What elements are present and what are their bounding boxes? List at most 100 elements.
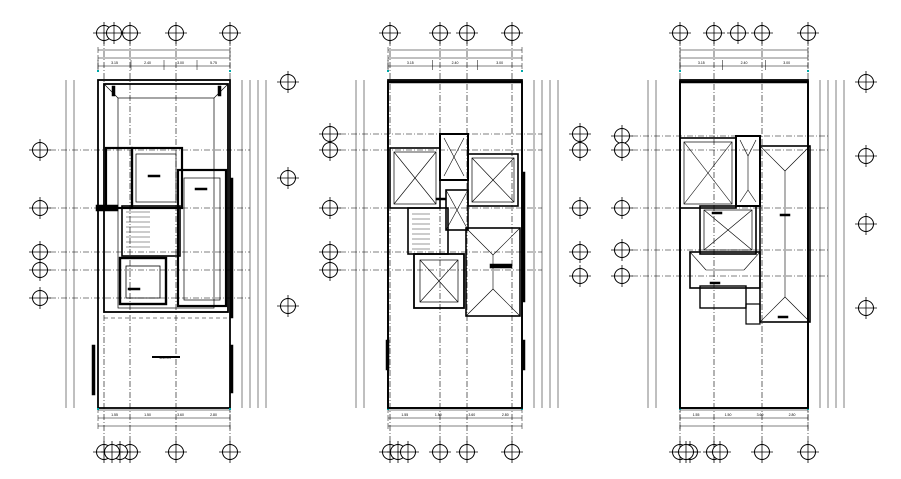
dim-label-top: 3.15: [698, 61, 705, 65]
room-wall: [176, 168, 228, 308]
room-wall: [413, 253, 465, 309]
dim-marker: [679, 408, 681, 410]
room-bedroom-right: [467, 153, 519, 207]
dim-label-bottom: 2.80: [789, 413, 796, 417]
hip-line: [784, 296, 811, 323]
dim-label-bottom: 2.80: [210, 413, 217, 417]
roof-wall: [699, 285, 747, 309]
room-label-bar: [435, 197, 447, 201]
room-wall: [699, 205, 757, 255]
hip-line: [759, 145, 786, 172]
room-label-bar: [711, 211, 723, 215]
room-inner: [419, 259, 459, 303]
room-label-bar: [489, 263, 513, 269]
roof-wall: [689, 251, 761, 289]
hip-line: [707, 172, 733, 205]
dim-label-bottom: 1.55: [693, 413, 700, 417]
hip-line: [492, 157, 515, 181]
hip-line: [438, 259, 459, 282]
hip-line: [492, 179, 515, 203]
room-inner: [683, 141, 733, 205]
floor-plan-1: 3.152.403.005.751.551.503.602.80VACIO: [29, 22, 299, 463]
hip-line: [465, 288, 494, 317]
dim-marker: [521, 70, 523, 72]
hip-line: [747, 189, 757, 203]
hip-line: [419, 259, 440, 282]
room-label-bar: [147, 174, 161, 178]
hip-line: [471, 157, 494, 181]
hip-line: [727, 229, 753, 251]
hip-line: [703, 229, 729, 251]
room-wall: [130, 146, 184, 210]
dim-label-bottom: 1.55: [401, 413, 408, 417]
dim-label-bottom: 2.80: [502, 413, 509, 417]
dim-label-top: 5.75: [210, 61, 217, 65]
roof-inner: [117, 97, 215, 309]
dim-marker: [807, 408, 809, 410]
column: [111, 85, 116, 97]
hip-line: [443, 137, 465, 177]
dim-label-bottom: 1.50: [144, 413, 151, 417]
hip-line: [683, 172, 709, 205]
column: [217, 85, 222, 97]
hip-line: [414, 177, 437, 205]
hip-line: [739, 139, 749, 157]
hip-line: [703, 209, 729, 231]
dim-label-top: 3.00: [783, 61, 790, 65]
dim-marker: [229, 408, 231, 410]
dim-label-top: 2.40: [144, 61, 151, 65]
room-inner: [183, 177, 221, 301]
room-wall: [445, 189, 469, 231]
stair-wall: [407, 207, 449, 255]
hip-line: [747, 139, 757, 157]
roof-hip: [103, 83, 119, 99]
wall-hatch: [91, 344, 96, 396]
roof-wall: [759, 145, 811, 323]
hip-line: [393, 177, 416, 205]
dim-marker: [229, 70, 231, 72]
hip-line: [419, 280, 440, 303]
roof-hip-right: [759, 145, 811, 323]
wall-hatch: [95, 204, 119, 212]
room-label-bar: [127, 287, 141, 291]
wall-hatch: [385, 339, 390, 371]
hip-line: [445, 189, 469, 231]
wall-hatch: [521, 339, 526, 371]
dim-marker: [521, 408, 523, 410]
dim-label-top: 3.00: [496, 61, 503, 65]
room-inner: [471, 157, 515, 203]
dim-marker: [679, 70, 681, 72]
hip-line: [707, 141, 733, 174]
room-bedroom-left: [389, 147, 441, 209]
dim-label-top: 3.15: [111, 61, 118, 65]
roof-wall: [745, 303, 761, 325]
stair-wall: [121, 205, 181, 257]
room-wall: [118, 256, 168, 306]
roof-room-mid: [699, 205, 757, 255]
room-inner: [703, 209, 753, 251]
hip-line: [393, 151, 416, 179]
dim-label-top: 2.40: [741, 61, 748, 65]
hip-line: [414, 151, 437, 179]
dim-label-top: 3.00: [177, 61, 184, 65]
wall-hatch: [229, 344, 234, 394]
dim-marker: [387, 70, 389, 72]
room-label-bar: [709, 281, 721, 285]
wall-hatch: [521, 171, 526, 303]
room-inner: [393, 151, 437, 205]
room-inner: [135, 153, 177, 203]
hip-line: [492, 227, 521, 256]
dim-marker: [97, 70, 99, 72]
hip-line: [784, 145, 811, 172]
dim-label-top: 2.40: [452, 61, 459, 65]
hip-line: [471, 179, 494, 203]
dim-label-top: 3.15: [407, 61, 414, 65]
dim-marker: [97, 408, 99, 410]
hip-line: [689, 251, 707, 271]
room-inner: [125, 265, 161, 299]
room-label-bar: [777, 315, 789, 319]
hip-line: [743, 251, 761, 271]
